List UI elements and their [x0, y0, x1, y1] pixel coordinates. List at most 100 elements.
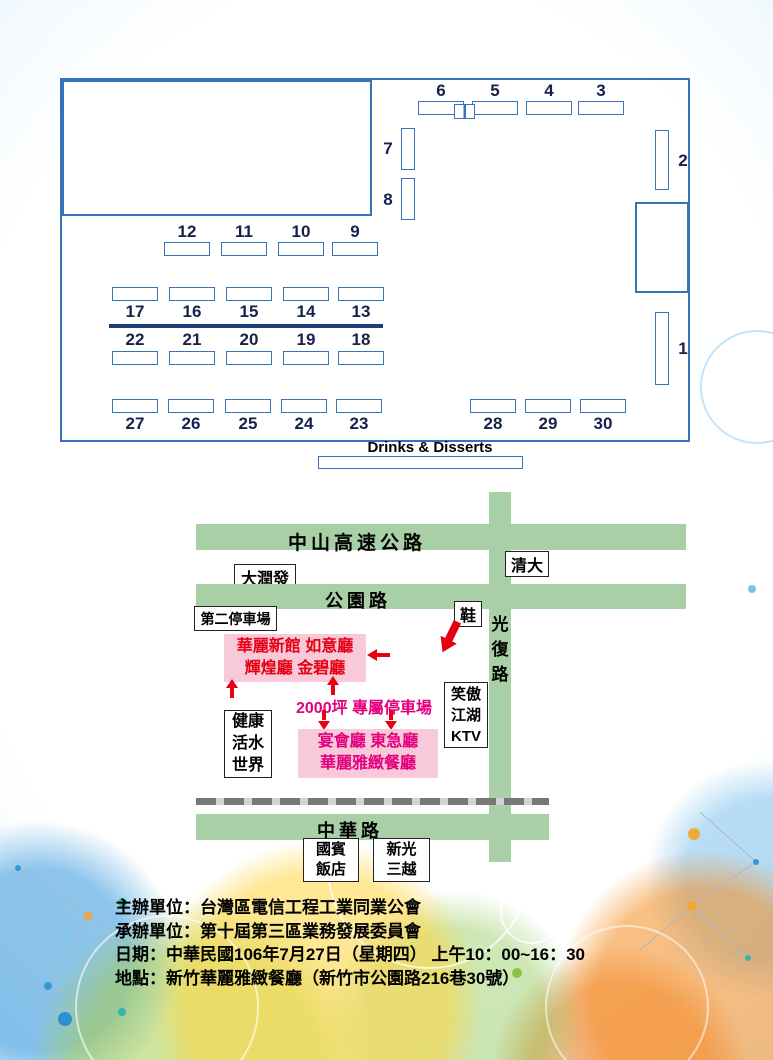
stage-room	[62, 80, 372, 216]
event-info: 主辦單位：台灣區電信工程工業同業公會 承辦單位：第十屆第三區業務發展委員會 日期…	[115, 896, 585, 990]
health-spa-line3: 世界	[231, 757, 264, 774]
bokeh-ring	[700, 330, 773, 444]
landmark-ktv: 笑傲 江湖 KTV	[444, 682, 488, 748]
booth-15-label: 15	[239, 302, 259, 321]
booth-13-box	[338, 287, 384, 301]
bokeh-dot	[118, 898, 127, 907]
booth-23-box	[336, 399, 382, 413]
landmark-ambassador-hotel: 國賓 飯店	[303, 838, 359, 882]
red-arrow-down-icon	[318, 710, 330, 730]
shin-kong-line1: 新光	[386, 841, 417, 858]
booth-17-box	[112, 287, 158, 301]
booth-12-label: 12	[177, 222, 197, 241]
booth-19-box	[283, 351, 329, 365]
booth-10-box	[278, 242, 324, 256]
booth-25-box	[225, 399, 271, 413]
hotel-new-wing-line2: 輝煌廳 金碧廳	[244, 660, 346, 677]
drinks-desserts-label: Drinks & Disserts	[367, 439, 493, 456]
booth-17-label: 17	[125, 302, 145, 321]
booth-4-box	[526, 101, 572, 115]
booth-16-label: 16	[182, 302, 202, 321]
booth-22-box	[112, 351, 158, 365]
road-park	[196, 584, 686, 609]
booth-28-label: 28	[483, 414, 503, 433]
entrance-marker	[454, 104, 475, 119]
road-highway-label: 中山高速公路	[287, 533, 426, 554]
booth-12-box	[164, 242, 210, 256]
landmark-health-spa: 健康 活水 世界	[224, 710, 272, 778]
booth-26-box	[168, 399, 214, 413]
shin-kong-line2: 三越	[386, 861, 417, 878]
booth-5-label: 5	[490, 81, 500, 100]
drinks-desserts-counter	[318, 456, 523, 469]
booth-15-box	[226, 287, 272, 301]
booth-13-label: 13	[351, 302, 371, 321]
booth-22-label: 22	[125, 330, 145, 349]
hotel-new-wing-box: 華麗新館 如意廳 輝煌廳 金碧廳	[224, 634, 366, 682]
booth-8-box	[401, 178, 415, 220]
booth-2-box	[655, 130, 669, 190]
booth-9-box	[332, 242, 378, 256]
ktv-line1: 笑傲	[450, 685, 481, 703]
parking-2000-label: 2000坪 專屬停車場	[296, 700, 433, 717]
booth-4-label: 4	[544, 81, 554, 100]
booth-18-box	[338, 351, 384, 365]
railway-line	[196, 798, 549, 805]
booth-2-label: 2	[678, 151, 688, 170]
booth-14-box	[283, 287, 329, 301]
booth-19-label: 19	[296, 330, 316, 349]
aisle-divider	[109, 324, 383, 328]
booth-25-label: 25	[238, 414, 258, 433]
red-arrow-down-icon	[385, 710, 397, 730]
booth-28-box	[470, 399, 516, 413]
booth-14-label: 14	[296, 302, 316, 321]
booth-7-box	[401, 128, 415, 170]
hotel-new-wing-line1: 華麗新館 如意廳	[236, 638, 354, 655]
landmark-shoe: 鞋	[454, 601, 482, 627]
booth-24-label: 24	[294, 414, 314, 433]
landmark-parking-2: 第二停車場	[194, 606, 277, 631]
road-guangfu-label: 光復路	[491, 615, 509, 684]
road-park-label: 公園路	[325, 591, 391, 611]
booth-floor-plan: 6 5 4 3 7 8 2 1 12 11 10 9 17	[60, 78, 690, 442]
banquet-hall-box: 宴會廳 東急廳 華麗雅緻餐廳	[298, 729, 438, 778]
ambassador-line2: 飯店	[315, 861, 346, 878]
road-highway	[196, 524, 686, 550]
booth-3-label: 3	[596, 81, 606, 100]
side-room	[635, 202, 689, 293]
location-line: 地點：新竹華麗雅緻餐廳（新竹市公園路216巷30號）	[115, 968, 520, 988]
bokeh-dot	[748, 585, 756, 593]
booth-16-box	[169, 287, 215, 301]
health-spa-line1: 健康	[231, 713, 264, 730]
ktv-line3: KTV	[451, 727, 481, 745]
booth-5-box	[472, 101, 518, 115]
booth-30-box	[580, 399, 626, 413]
booth-27-box	[112, 399, 158, 413]
booth-21-label: 21	[182, 330, 202, 349]
banquet-line2: 華麗雅緻餐廳	[319, 755, 416, 772]
booth-24-box	[281, 399, 327, 413]
booth-7-label: 7	[383, 139, 393, 158]
bokeh-dot	[512, 968, 522, 978]
landmark-nthu: 清大	[505, 551, 549, 577]
red-arrow-up-icon	[226, 679, 238, 699]
booth-20-box	[226, 351, 272, 365]
booth-23-label: 23	[349, 414, 369, 433]
booth-30-label: 30	[593, 414, 613, 433]
banquet-line1: 宴會廳 東急廳	[317, 733, 419, 750]
booth-9-label: 9	[350, 222, 360, 241]
booth-21-box	[169, 351, 215, 365]
landmark-shin-kong: 新光 三越	[373, 838, 430, 882]
ambassador-line1: 國賓	[315, 841, 346, 858]
red-arrow-left-icon	[367, 649, 391, 661]
booth-11-label: 11	[235, 222, 253, 241]
health-spa-line2: 活水	[231, 735, 264, 752]
date-line: 日期：中華民國106年7月27日（星期四） 上午10：00~16：30	[115, 945, 586, 964]
booth-20-label: 20	[239, 330, 259, 349]
road-zhonghua	[196, 814, 549, 840]
booth-29-label: 29	[538, 414, 558, 433]
booth-27-label: 27	[125, 414, 145, 433]
road-zhonghua-label: 中華路	[317, 821, 383, 841]
booth-11-box	[221, 242, 267, 256]
